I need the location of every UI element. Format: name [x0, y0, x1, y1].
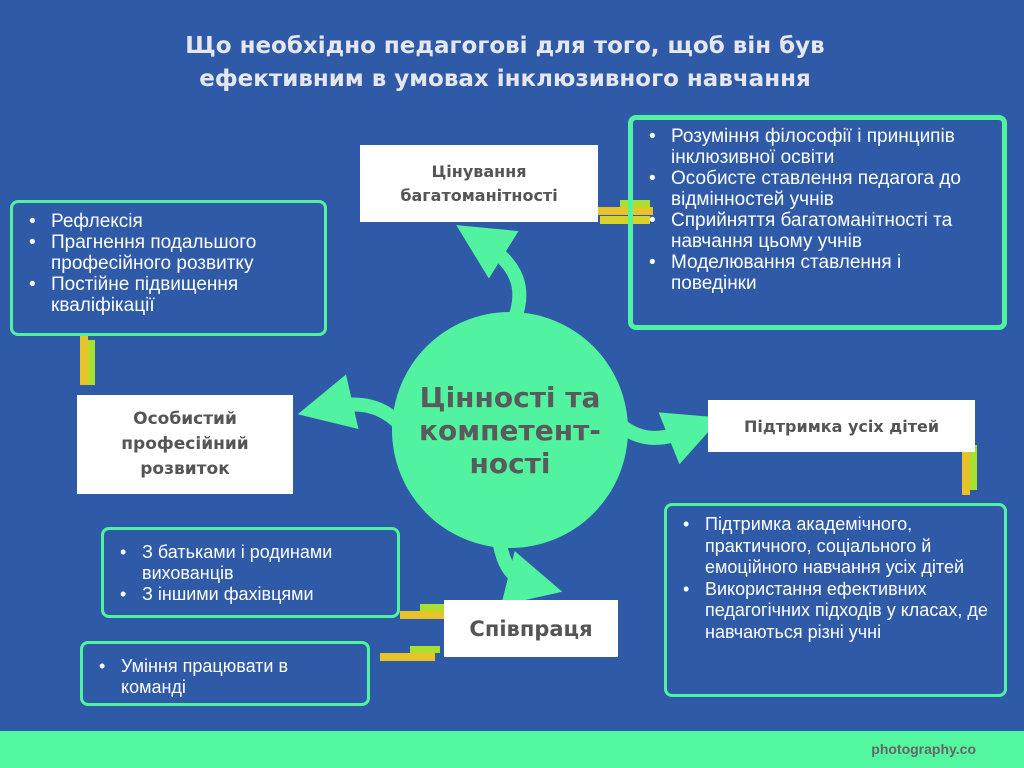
page-title: Що необхідно педагогові для того, щоб ві… [185, 33, 825, 92]
footer-credit: photography.co [871, 741, 976, 757]
box-support: Підтримка академічного, практичного, соц… [664, 503, 1007, 697]
label-diversity: Цінування багатоманітності [360, 145, 598, 222]
arrow-to-diversity [456, 225, 527, 321]
label-cooperation: Співпраця [444, 600, 618, 657]
box-development: РефлексіяПрагнення подальшого професійно… [10, 200, 327, 336]
arrow-to-cooperation [493, 543, 563, 606]
label-development: Особистий професійний розвиток [77, 395, 293, 494]
label-support: Підтримка усіх дітей [708, 400, 975, 452]
box-cooperation: З батьками і родинами вихованцівЗ іншими… [101, 527, 400, 618]
box-teamwork: Уміння працювати в команді [80, 641, 370, 706]
box-diversity: Розуміння філософії і принципів інклюзив… [628, 115, 1007, 330]
decorative-connector-icon [80, 200, 977, 661]
footer-bar: photography.co [0, 731, 1024, 768]
